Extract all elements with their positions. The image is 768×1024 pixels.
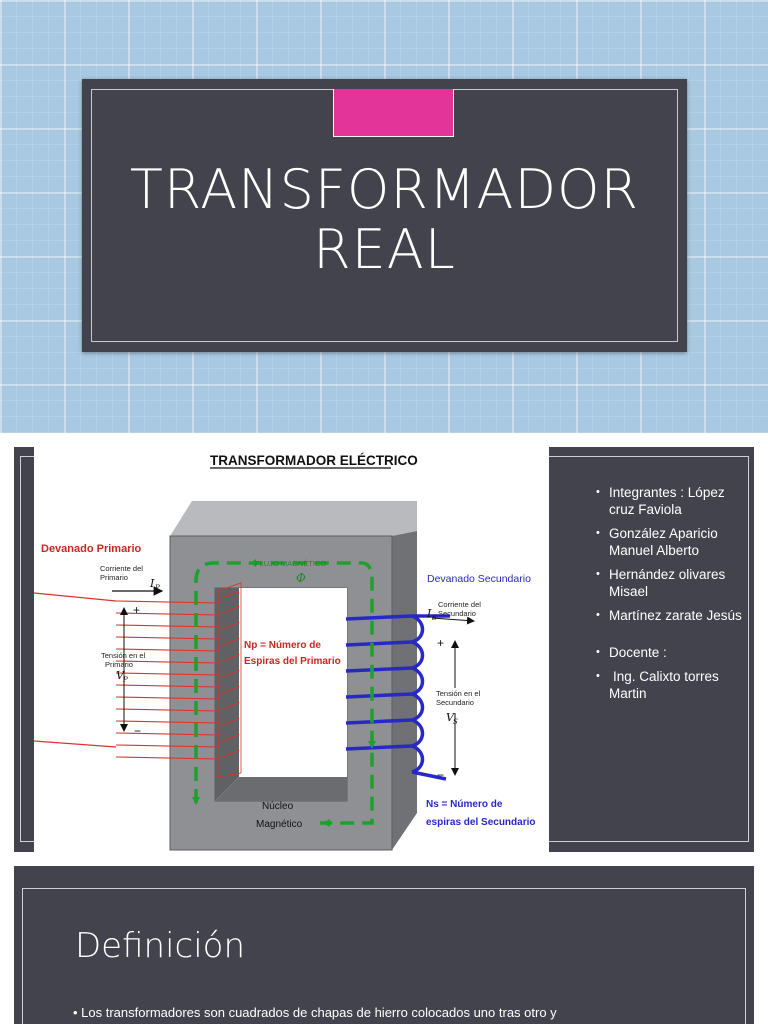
members-item-4: Martínez zarate Jesús: [596, 607, 746, 624]
ip-subscript: P: [154, 584, 160, 592]
diagram-heading: TRANSFORMADOR ELÉCTRICO: [210, 453, 418, 468]
primary-lead-bottom: [34, 740, 117, 748]
secondary-coil: [345, 614, 450, 781]
members-item-3: Hernández olivares Misael: [596, 566, 746, 600]
ip-symbol: I: [149, 577, 155, 590]
core-side-face: [392, 531, 417, 850]
definition-title: Definición: [75, 926, 245, 966]
flux-arrow-right: [368, 741, 376, 749]
is-symbol: I: [426, 607, 432, 620]
secondary-current-label-1: Corriente del: [438, 600, 481, 609]
flux-label: FLUJO MAGNÉTICO: [255, 559, 326, 568]
members-list: Integrantes : López cruz Faviola Gonzále…: [596, 484, 746, 709]
members-item-2: González Aparicio Manuel Alberto: [596, 525, 746, 559]
vp-subscript: P: [122, 676, 128, 684]
primary-winding-label: Devanado Primario: [41, 543, 142, 555]
teacher-name: Ing. Calixto torres Martin: [596, 668, 746, 702]
members-item-1: Integrantes : López cruz Faviola: [596, 484, 746, 518]
primary-current-label-2: Primario: [100, 573, 128, 582]
vp-symbol: V: [116, 669, 125, 682]
core-window-depth: [215, 588, 239, 801]
secondary-plus: +: [437, 636, 444, 650]
secondary-current-label-2: Secundario: [438, 609, 476, 618]
secondary-winding-label: Devanado Secundario: [427, 573, 531, 585]
vs-subscript: S: [453, 718, 458, 726]
primary-minus: −: [134, 724, 141, 738]
diagram-slide: TRANSFORMADOR ELÉCTRICO: [0, 433, 768, 866]
core-label-1: Núcleo: [262, 801, 294, 812]
transformer-diagram: TRANSFORMADOR ELÉCTRICO: [34, 433, 549, 852]
definition-slide-background: [14, 866, 754, 1024]
primary-current-label-1: Corriente del: [100, 564, 143, 573]
core-label-2: Magnético: [256, 819, 303, 830]
primary-plus: +: [133, 603, 140, 617]
core-window: [239, 588, 347, 777]
flux-arrow-bottom: [322, 819, 330, 827]
flux-arrow-top: [250, 559, 256, 567]
secondary-voltage-label-2: Secundario: [436, 698, 474, 707]
title-slide: TRANSFORMADOR REAL: [0, 0, 768, 433]
primary-lead-top: [34, 592, 117, 602]
phi-symbol: Φ: [296, 571, 306, 585]
definition-slide-frame: [22, 888, 746, 1024]
vs-symbol: V: [446, 711, 455, 724]
np-label-2: Espiras del Primario: [244, 656, 341, 667]
title-line-2: REAL: [313, 218, 456, 281]
np-label-1: Np = Número de: [244, 640, 321, 651]
core-window-floor: [215, 777, 347, 801]
primary-voltage-label-1: Tensión en el: [101, 651, 146, 660]
definition-slide: Definición • Los transformadores son cua…: [0, 866, 768, 1024]
slide-title: TRANSFORMADOR REAL: [92, 160, 677, 280]
title-frame: TRANSFORMADOR REAL: [91, 89, 678, 342]
secondary-minus: −: [437, 768, 444, 782]
core-top-face: [170, 501, 417, 536]
ns-label-1: Ns = Número de: [426, 799, 503, 810]
secondary-current-arrow: [431, 616, 475, 625]
primary-voltage-label-2: Primario: [105, 660, 133, 669]
title-accent-bar: [333, 89, 454, 137]
ns-label-2: espiras del Secundario: [426, 817, 536, 828]
title-box: TRANSFORMADOR REAL: [82, 79, 687, 352]
secondary-voltage-label-1: Tensión en el: [436, 689, 481, 698]
is-subscript: S: [432, 614, 437, 622]
primary-coil: [115, 582, 242, 778]
title-line-1: TRANSFORMADOR: [129, 158, 640, 221]
flux-arrow-left: [192, 797, 200, 805]
teacher-heading: Docente :: [596, 644, 746, 661]
definition-text: • Los transformadores son cuadrados de c…: [73, 1005, 557, 1020]
magnetic-flux-path: [194, 561, 374, 825]
